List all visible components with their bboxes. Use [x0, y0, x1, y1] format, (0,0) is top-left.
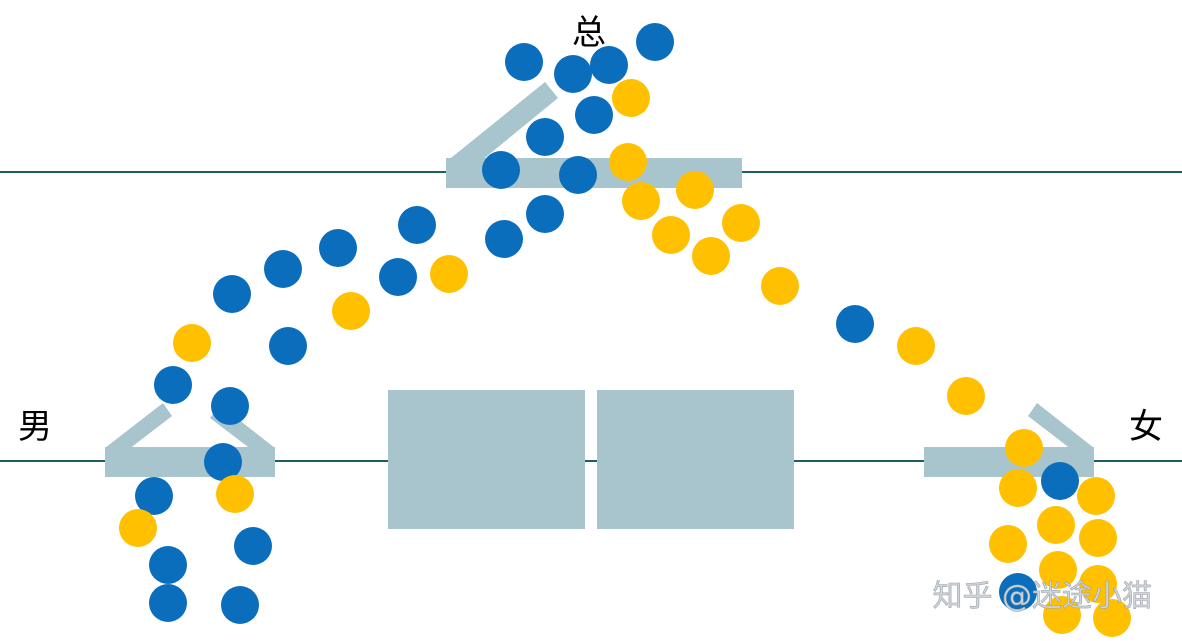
blue-ball — [234, 527, 272, 565]
yellow-ball — [652, 216, 690, 254]
blue-ball — [398, 206, 436, 244]
blue-ball — [836, 305, 874, 343]
blue-ball — [221, 586, 259, 624]
blue-ball — [135, 477, 173, 515]
blue-ball — [154, 366, 192, 404]
yellow-ball — [332, 292, 370, 330]
yellow-ball — [119, 509, 157, 547]
blue-ball — [379, 258, 417, 296]
blue-ball — [319, 229, 357, 267]
blue-ball — [559, 156, 597, 194]
top-funnel-arm — [446, 82, 558, 170]
blue-ball — [526, 195, 564, 233]
yellow-ball — [722, 204, 760, 242]
blue-ball — [505, 43, 543, 81]
blue-ball — [213, 275, 251, 313]
male-funnel — [105, 403, 275, 477]
watermark: 知乎 @迷途小猫 — [932, 579, 1152, 614]
yellow-ball — [947, 377, 985, 415]
label-female: 女 — [1129, 407, 1163, 447]
blue-ball — [485, 220, 523, 258]
yellow-ball — [609, 143, 647, 181]
yellow-ball — [216, 475, 254, 513]
yellow-ball — [989, 525, 1027, 563]
blue-ball — [554, 55, 592, 93]
yellow-ball — [1079, 565, 1117, 603]
blue-ball — [269, 327, 307, 365]
blue-ball — [999, 573, 1037, 611]
blue-ball — [264, 250, 302, 288]
blue-ball — [636, 23, 674, 61]
yellow-ball — [1005, 429, 1043, 467]
yellow-ball — [761, 267, 799, 305]
balls-layer — [119, 23, 1131, 637]
yellow-ball — [1079, 519, 1117, 557]
blue-ball — [482, 151, 520, 189]
blue-ball — [211, 387, 249, 425]
label-total: 总 — [572, 13, 606, 53]
blue-ball — [1041, 462, 1079, 500]
center-block-left — [388, 390, 585, 529]
yellow-ball — [612, 79, 650, 117]
blue-ball — [526, 118, 564, 156]
yellow-ball — [1077, 477, 1115, 515]
yellow-ball — [692, 237, 730, 275]
yellow-ball — [999, 469, 1037, 507]
yellow-ball — [897, 327, 935, 365]
male-funnel-base — [105, 447, 275, 477]
blue-ball — [590, 46, 628, 84]
yellow-ball — [1093, 599, 1131, 637]
yellow-ball — [1043, 596, 1081, 634]
yellow-ball — [622, 182, 660, 220]
yellow-ball — [1039, 551, 1077, 589]
yellow-ball — [173, 324, 211, 362]
yellow-ball — [430, 255, 468, 293]
blue-ball — [575, 96, 613, 134]
male-funnel-left-arm — [105, 403, 172, 456]
label-male: 男 — [18, 407, 52, 447]
blue-ball — [204, 443, 242, 481]
yellow-ball — [1037, 506, 1075, 544]
female-funnel-right-arm — [1028, 403, 1094, 456]
center-block-right — [597, 390, 794, 529]
blue-ball — [149, 546, 187, 584]
yellow-ball — [676, 171, 714, 209]
blue-ball — [149, 584, 187, 622]
